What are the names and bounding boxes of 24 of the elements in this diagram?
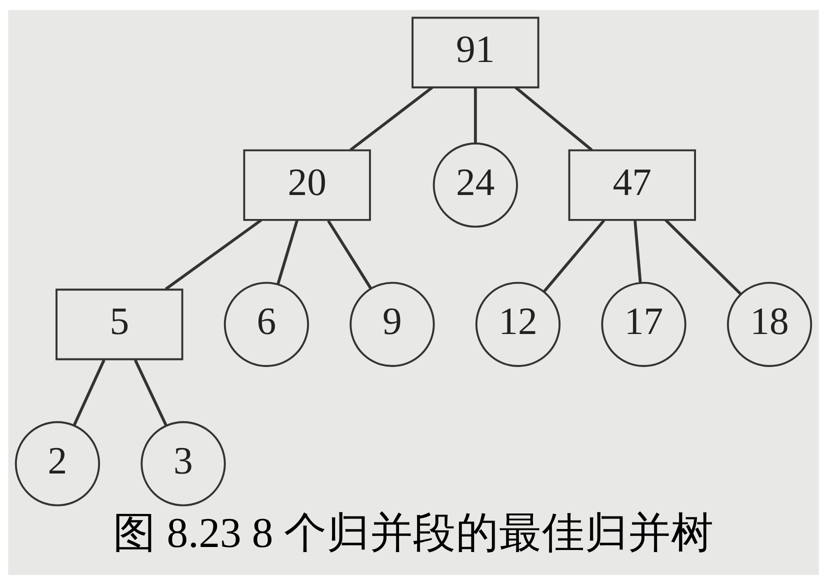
caption: 图 8.23 8 个归并段的最佳归并树 (113, 510, 714, 558)
connector (664, 218, 742, 295)
node-circle: 12 (475, 282, 561, 367)
node-box: 91 (412, 16, 540, 88)
connector (474, 88, 477, 144)
node-circle: 9 (350, 282, 435, 367)
connector (72, 359, 106, 426)
connector (134, 359, 168, 426)
node-circle: 18 (726, 282, 812, 367)
connector (514, 86, 593, 152)
node-box: 20 (243, 149, 371, 221)
connector (276, 220, 298, 284)
node-circle: 2 (14, 421, 100, 506)
node-circle: 6 (224, 282, 310, 367)
connector (327, 220, 372, 290)
node-circle: 17 (601, 282, 686, 367)
node-box: 5 (56, 288, 184, 360)
node-circle: 3 (140, 421, 226, 506)
node-circle: 24 (432, 142, 518, 228)
node-box: 47 (568, 149, 696, 221)
connector (164, 218, 262, 290)
connector (350, 86, 434, 152)
connector (542, 220, 606, 293)
connector (634, 220, 642, 283)
